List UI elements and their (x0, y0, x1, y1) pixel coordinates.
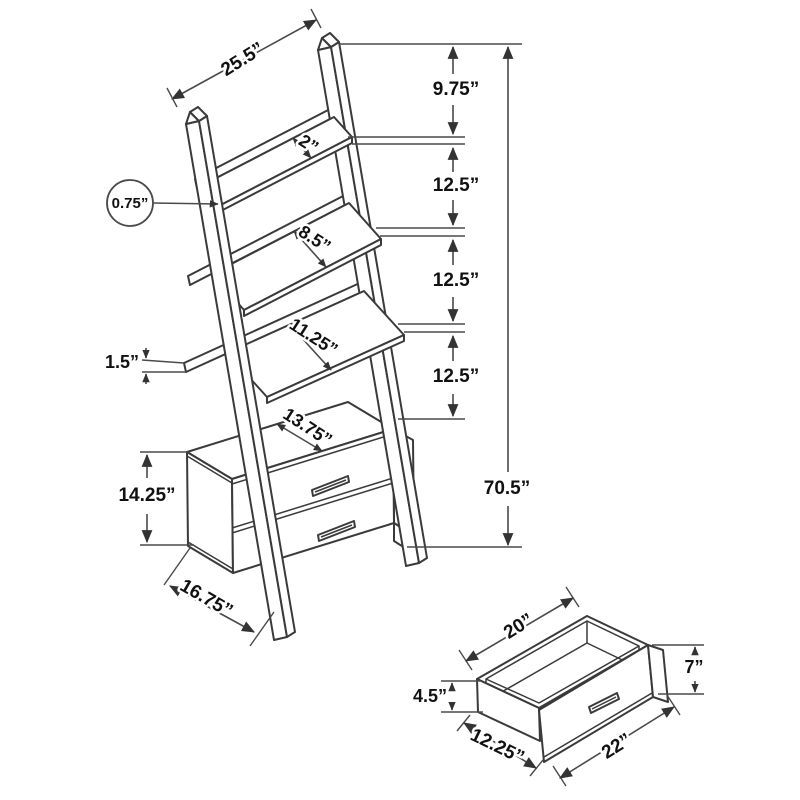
dim-drawer-side-height: 4.5” (410, 680, 483, 713)
dim-lip-height: 1.5” (102, 348, 186, 384)
dim-shelf-thickness-label: 0.75” (112, 195, 149, 212)
dim-cabinet-height-label: 14.25” (118, 485, 175, 506)
dim-lip-height-label: 1.5” (105, 352, 139, 372)
left-rail (185, 106, 296, 641)
dim-overall-height: 70.5” (481, 45, 533, 547)
dim-drawer-front-height: 7” (652, 644, 706, 695)
dim-cabinet-height: 14.25” (116, 451, 194, 546)
main-dimensions: 25.5” 9.75” 12.5” 12.5” 12.5” 70.5” 2” (102, 8, 533, 647)
dim-top-width: 25.5” (166, 8, 322, 108)
dim-drawer-side-height-label: 4.5” (413, 686, 447, 706)
dim-shelf-thickness: 0.75” (106, 179, 219, 227)
dim-overall-height-label: 70.5” (484, 478, 530, 499)
dim-top-width-label: 25.5” (217, 38, 268, 80)
dim-top-gap-label: 9.75” (433, 79, 479, 100)
drawer-handle-top (311, 475, 350, 497)
drawer-handle-bottom (317, 520, 356, 542)
dim-gap3-label: 12.5” (433, 366, 479, 387)
dim-base-depth-label: 16.75” (176, 575, 236, 622)
drawer-detail-view: 20” 7” 4.5” 12.25” 22” (410, 586, 706, 787)
dim-drawer-front-height-label: 7” (684, 657, 703, 677)
dim-gap1-label: 12.5” (433, 175, 479, 196)
dim-gap2-label: 12.5” (433, 270, 479, 291)
dim-right-chain: 9.75” 12.5” 12.5” 12.5” (430, 45, 482, 418)
